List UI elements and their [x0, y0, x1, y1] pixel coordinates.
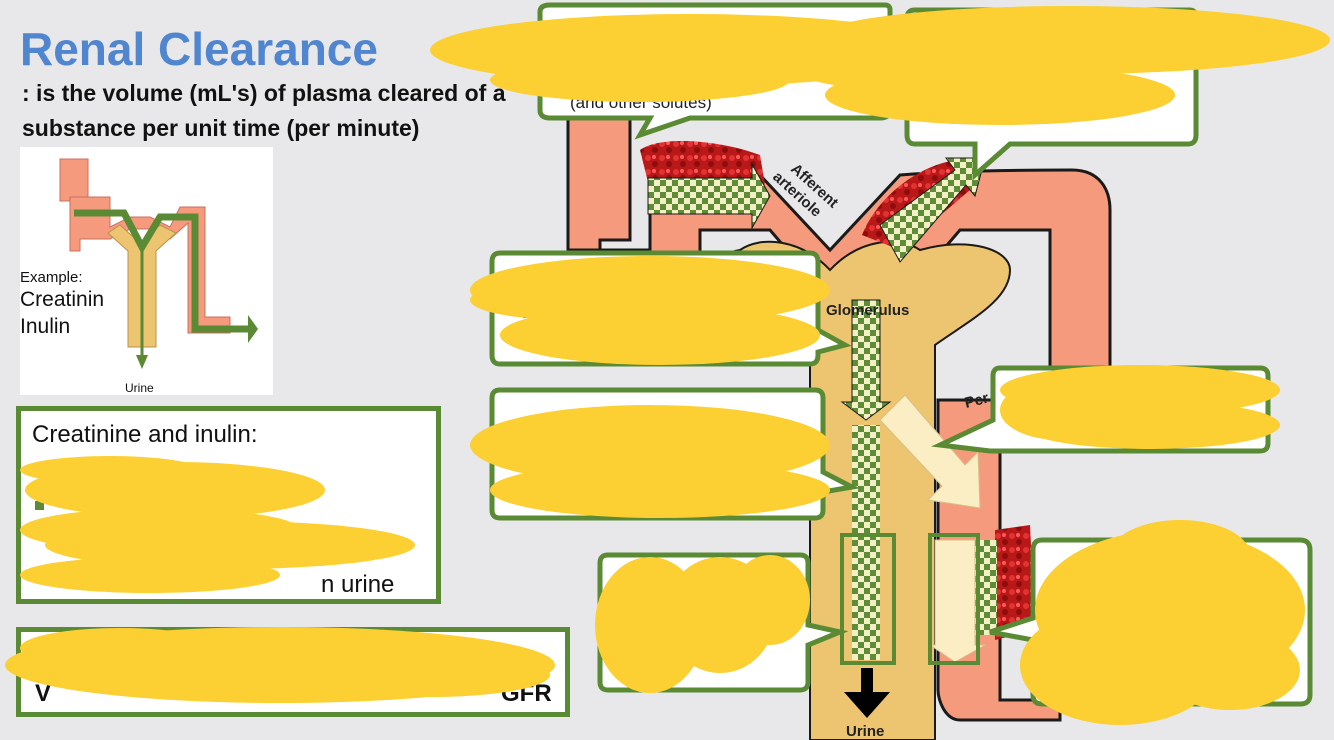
glomerulus-label: Glomerulus — [826, 302, 909, 319]
tubule-flow — [852, 425, 880, 660]
urine-label: Urine — [846, 723, 884, 740]
